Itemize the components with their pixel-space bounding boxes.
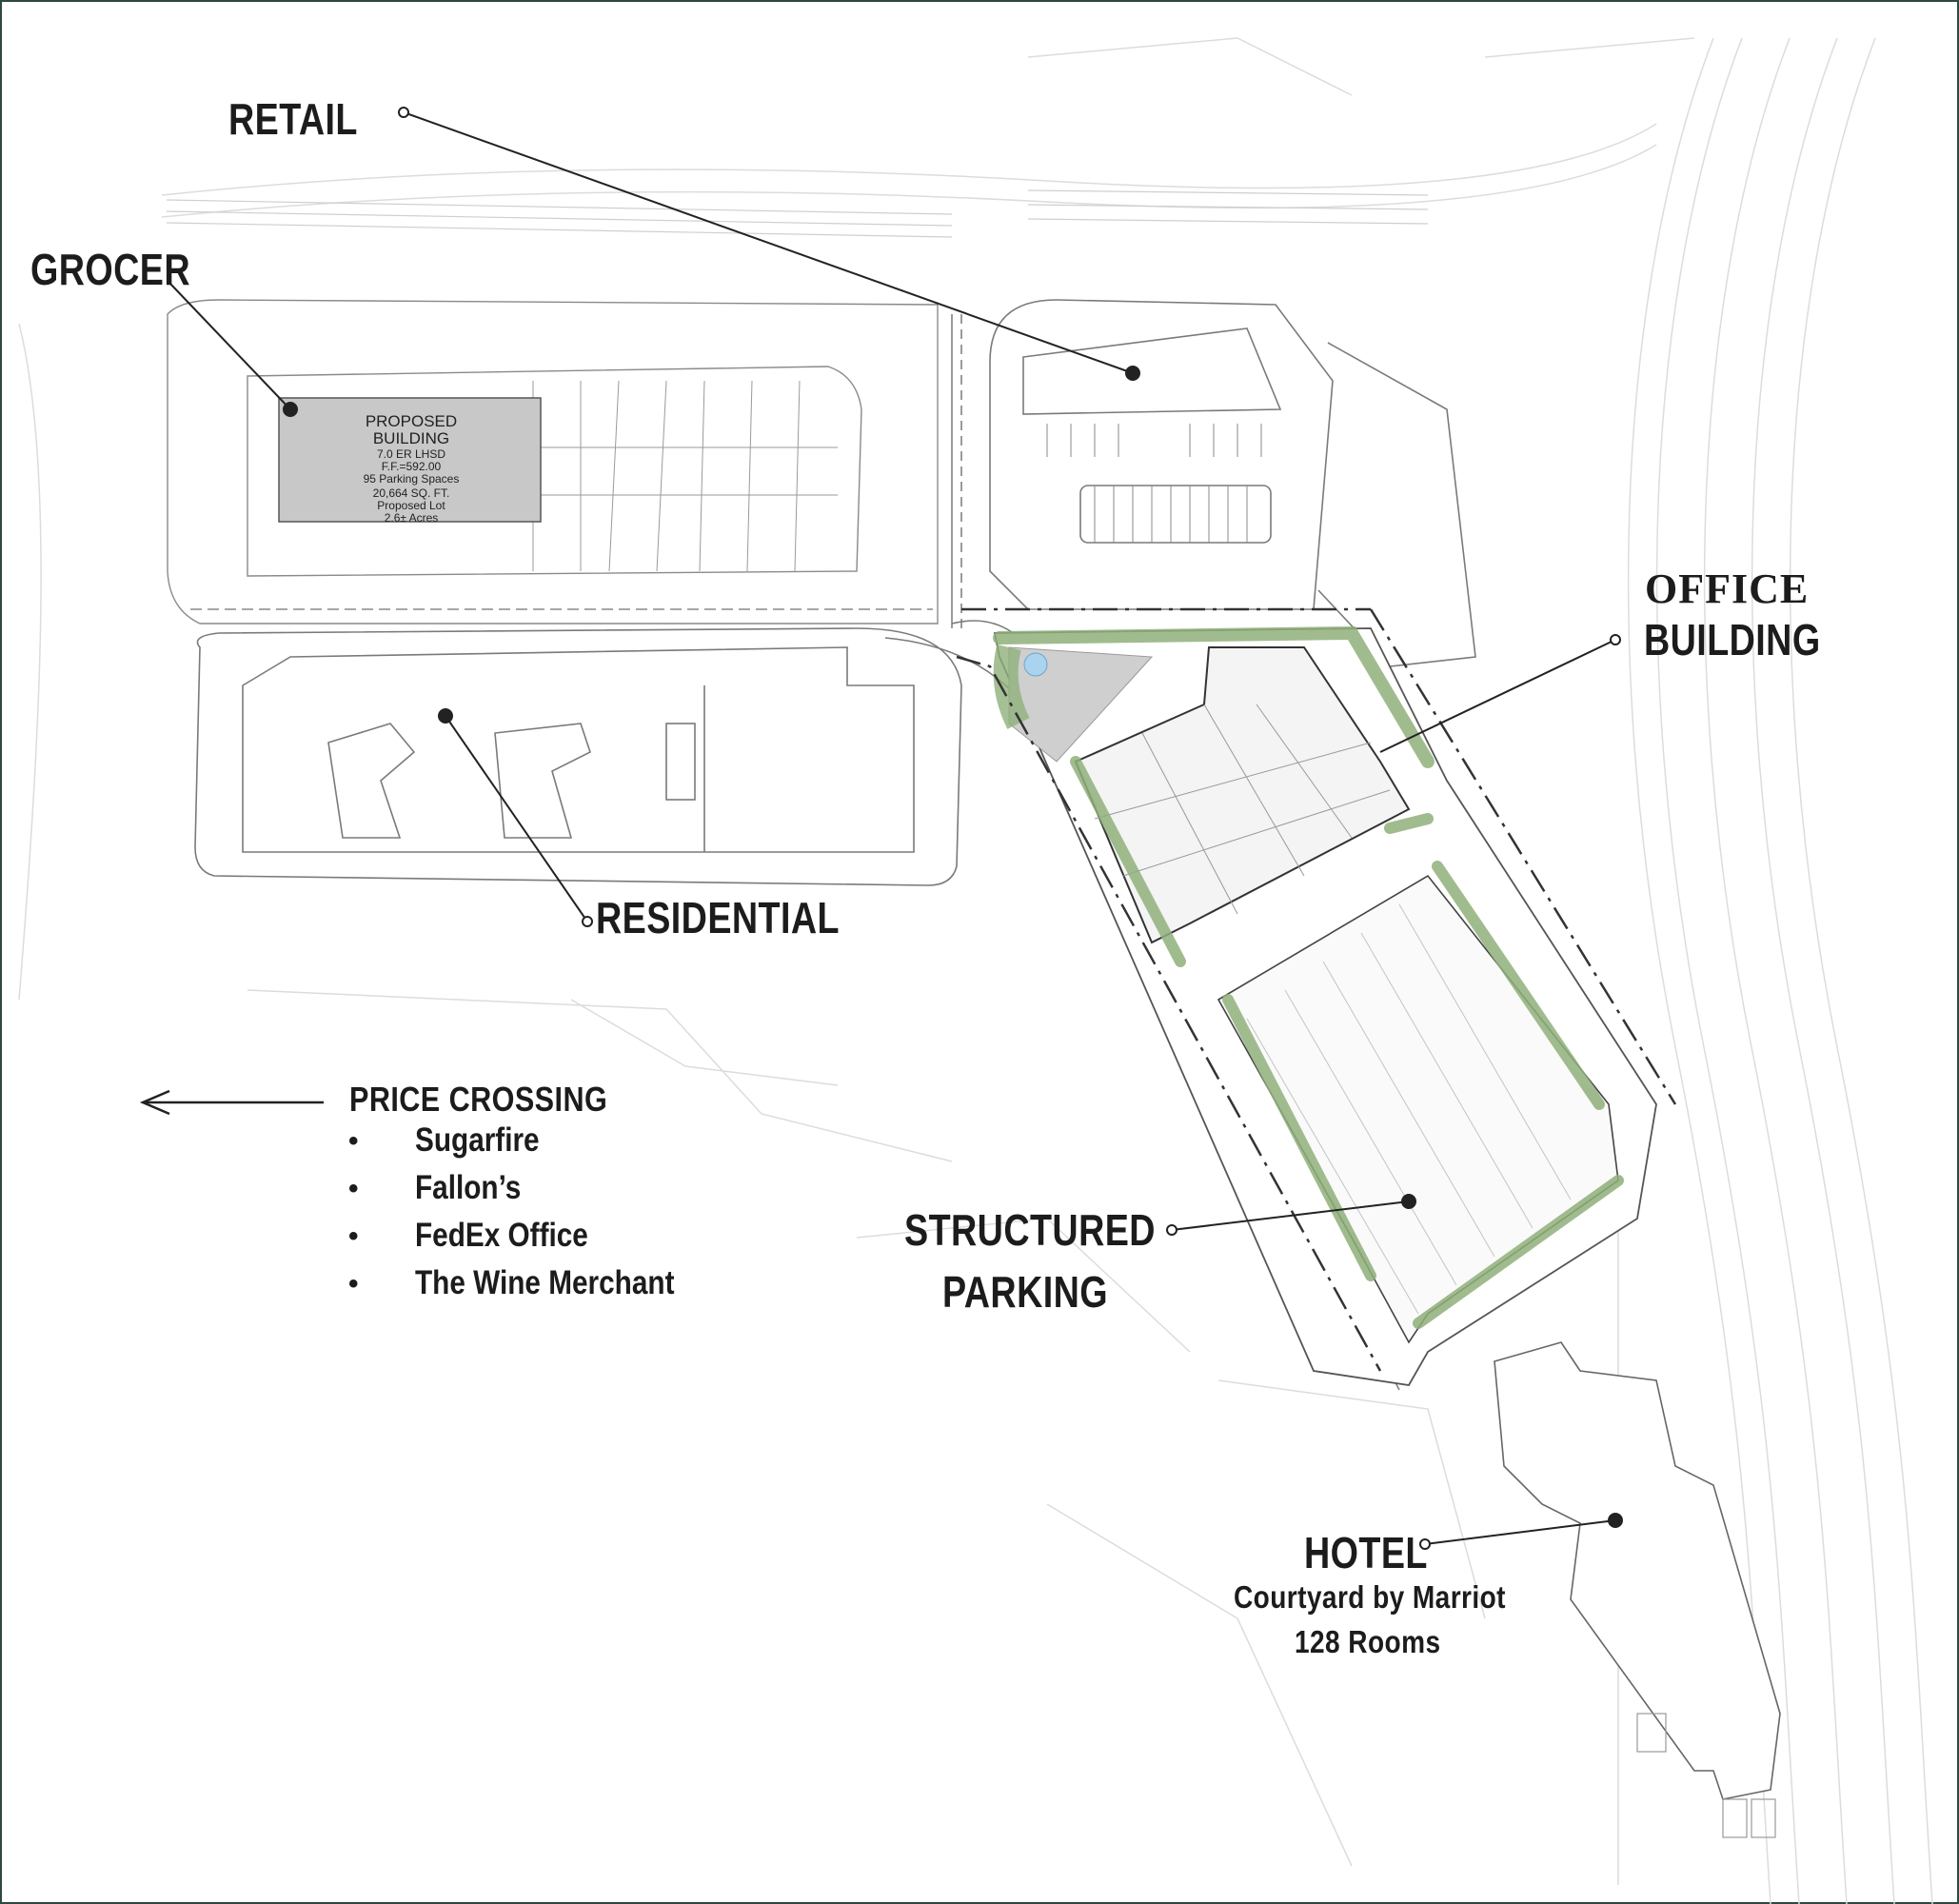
list-item-label: The Wine Merchant <box>415 1264 675 1301</box>
proposed-building-detail: 2.6± Acres <box>385 511 439 525</box>
list-item-label: Sugarfire <box>415 1121 540 1159</box>
retail-label: RETAIL <box>228 94 358 144</box>
structured-parking-label-line2: PARKING <box>942 1267 1109 1317</box>
office-parking-site <box>956 607 1677 1386</box>
bullet-icon: • <box>348 1220 359 1252</box>
residential-label: RESIDENTIAL <box>596 893 840 942</box>
bullet-icon: • <box>348 1268 359 1299</box>
hotel-rooms: 128 Rooms <box>1295 1624 1441 1659</box>
leader-markers <box>283 107 1623 1550</box>
proposed-building-detail: 20,664 SQ. FT. <box>373 486 450 500</box>
grocer-leader <box>168 282 291 410</box>
hotel-leader <box>1424 1519 1616 1545</box>
hotel-brand: Courtyard by Marriot <box>1234 1579 1506 1615</box>
residential-leader <box>445 715 588 922</box>
office-label-line1: OFFICE <box>1645 565 1810 612</box>
retail-site <box>989 299 1476 667</box>
residential-site <box>194 627 962 886</box>
list-item-label: FedEx Office <box>415 1217 588 1254</box>
leader-lines <box>168 111 1616 1545</box>
proposed-building-text: PROPOSED BUILDING 7.0 ER LHSD F.F.=592.0… <box>364 412 460 525</box>
bullet-icon: • <box>348 1173 359 1204</box>
structured-leader <box>1171 1200 1410 1231</box>
price-crossing-title: PRICE CROSSING <box>349 1080 608 1119</box>
hotel-label: HOTEL <box>1304 1528 1428 1577</box>
price-crossing-arrow-icon <box>139 1089 324 1116</box>
proposed-building-detail: 7.0 ER LHSD <box>377 447 445 461</box>
office-label-line2: BUILDING <box>1644 615 1821 664</box>
proposed-building-footprint <box>278 397 542 523</box>
hotel-footprint <box>1494 1341 1781 1800</box>
north-road-lines <box>166 189 1429 238</box>
proposed-building-detail: 95 Parking Spaces <box>364 472 460 486</box>
proposed-building-detail: Proposed Lot <box>377 499 445 512</box>
office-leader <box>1379 639 1616 753</box>
structured-parking-label-line1: STRUCTURED <box>904 1205 1156 1255</box>
bullet-icon: • <box>348 1125 359 1157</box>
proposed-building-title2: BUILDING <box>373 429 449 447</box>
proposed-building-detail: F.F.=592.00 <box>382 460 442 473</box>
proposed-building-title1: PROPOSED <box>366 412 457 430</box>
list-item-label: Fallon’s <box>415 1169 522 1206</box>
grocer-label: GROCER <box>30 245 191 294</box>
retail-leader <box>403 111 1134 374</box>
